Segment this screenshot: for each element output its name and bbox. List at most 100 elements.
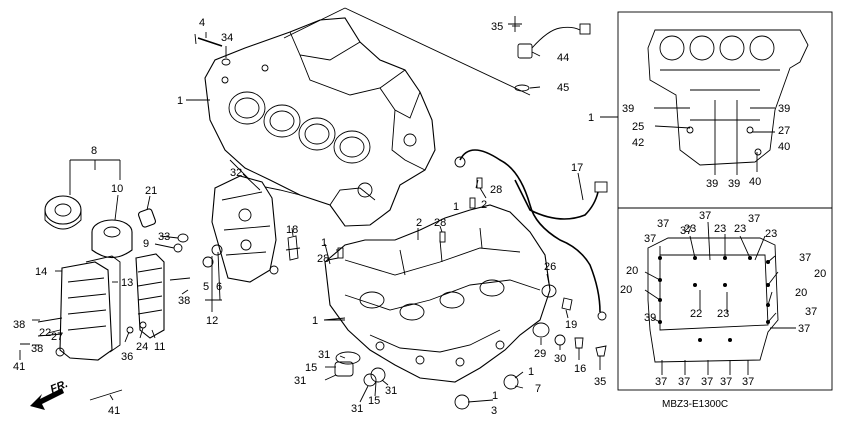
callout: 37 (798, 323, 810, 335)
callout: 33 (158, 231, 170, 243)
callout: 25 (632, 121, 644, 133)
sensor-44 (508, 16, 591, 92)
callout: 34 (221, 32, 233, 44)
oil-filter-parts (20, 195, 191, 401)
callout: 17 (571, 162, 583, 174)
callout: 24 (136, 341, 148, 353)
callout: 38 (178, 295, 190, 307)
callout: 38 (31, 343, 43, 355)
lower-crankcase (324, 204, 551, 383)
callout: 30 (554, 353, 566, 365)
inset-gasket (647, 237, 779, 363)
callout: 15 (368, 395, 380, 407)
callout: 2 (481, 199, 487, 211)
callout: 11 (154, 341, 165, 353)
front-arrow-label: FR. (49, 378, 70, 396)
callout: 1 (528, 366, 534, 378)
callout: 31 (351, 403, 363, 415)
callout: 12 (206, 315, 218, 327)
callout: 39 (728, 178, 740, 190)
callout: 31 (385, 385, 397, 397)
callout: 1 (588, 112, 594, 124)
callout: 37 (742, 376, 754, 388)
callout: 38 (13, 319, 25, 331)
callout: 10 (111, 183, 123, 195)
leader-lines (19, 7, 601, 403)
callout: 32 (230, 167, 242, 179)
callout: 37 (680, 225, 692, 237)
callout: 27 (778, 125, 790, 137)
callout: 37 (701, 376, 713, 388)
callout: 3 (491, 405, 497, 417)
callout: 5 (203, 281, 209, 293)
callout: 1 (177, 95, 183, 107)
callout: 37 (720, 376, 732, 388)
callout: 9 (143, 238, 149, 250)
front-arrow (30, 388, 64, 410)
callout: 1 (492, 390, 498, 402)
callout: 23 (717, 308, 729, 320)
callout: 39 (778, 103, 790, 115)
plugs-5-6 (202, 244, 223, 268)
callout: 16 (574, 363, 586, 375)
callout: 20 (626, 265, 638, 277)
callout: 37 (657, 218, 669, 230)
callout: 20 (814, 268, 826, 280)
small-parts-right (334, 177, 607, 410)
callout: 37 (748, 213, 760, 225)
callout: 39 (622, 103, 634, 115)
callout: 23 (684, 223, 696, 235)
callout: 35 (594, 376, 606, 388)
side-cover-32 (211, 175, 279, 283)
callout: 37 (799, 252, 811, 264)
callout: 13 (121, 277, 133, 289)
callout: 41 (13, 361, 25, 373)
callout: 19 (565, 319, 577, 331)
callout: 41 (108, 405, 120, 417)
sensor-18 (285, 235, 301, 261)
callout: 4 (199, 17, 205, 29)
callout: 31 (318, 349, 330, 361)
callout: 1 (312, 315, 318, 327)
inset-upper-case (647, 29, 809, 166)
callout: 27 (51, 331, 63, 343)
upper-crankcase (204, 17, 436, 227)
callout: 37 (678, 376, 690, 388)
callout: 23 (765, 228, 777, 240)
callout: 37 (644, 233, 656, 245)
callout: 36 (121, 351, 133, 363)
callout: 35 (491, 21, 503, 33)
callout: 2 (416, 217, 422, 229)
callout: 39 (644, 312, 656, 324)
callout: 1 (453, 201, 459, 213)
callout: 21 (145, 185, 157, 197)
callout: 23 (734, 223, 746, 235)
callout: 45 (557, 82, 569, 94)
callout: 26 (544, 261, 556, 273)
callout: 40 (749, 176, 761, 188)
callout: 1 (321, 237, 327, 249)
callout: 28 (317, 253, 329, 265)
callout: 40 (778, 141, 790, 153)
callout: 18 (286, 224, 298, 236)
inset-box (617, 11, 833, 391)
callout: 31 (294, 375, 306, 387)
inset-leaders (600, 100, 796, 375)
callout: 14 (35, 266, 47, 278)
callout: 20 (620, 284, 632, 296)
wiring-harness (454, 149, 608, 321)
callout: 23 (714, 223, 726, 235)
callout: 6 (216, 281, 222, 293)
bolt-4 (194, 33, 231, 66)
callout: 39 (706, 178, 718, 190)
callout: 22 (690, 308, 702, 320)
callout: 37 (805, 306, 817, 318)
callout: 20 (795, 287, 807, 299)
callout-labels: 4 34 1 35 44 45 1 39 25 42 39 27 40 39 3… (13, 17, 826, 417)
callout: 28 (490, 184, 502, 196)
callout: 8 (91, 145, 97, 157)
callout: 37 (699, 210, 711, 222)
callout: 28 (434, 217, 446, 229)
diagram-code: MBZ3-E1300C (662, 399, 728, 410)
